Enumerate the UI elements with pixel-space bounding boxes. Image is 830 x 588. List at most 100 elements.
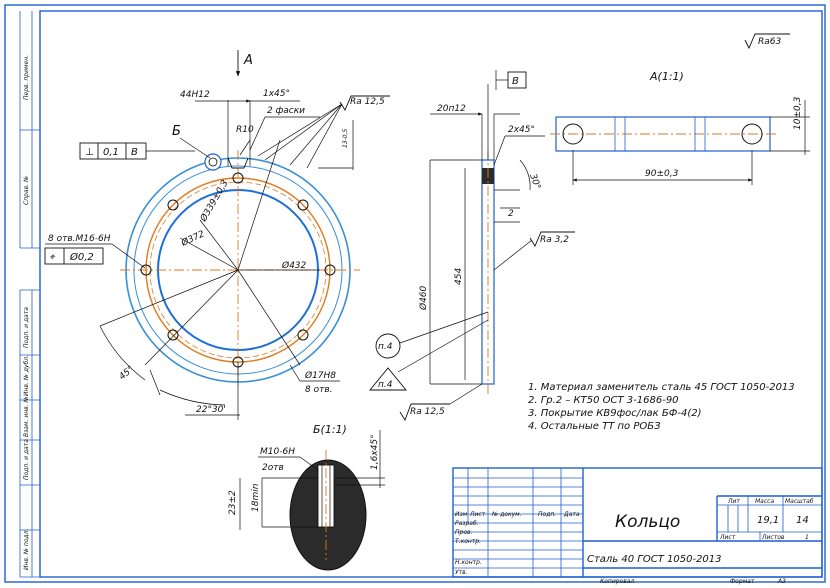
bolt-hole — [167, 329, 179, 341]
bolt-hole — [324, 264, 336, 276]
note-line-3: 3. Покрытие КВ9фос/лак БФ-4(2) — [528, 408, 702, 419]
note-p4-circle-text: п.4 — [378, 342, 393, 352]
note-p4-circle — [375, 333, 401, 359]
tb-copied: Копировал — [600, 578, 634, 585]
dim-angle-30: 30° — [527, 173, 542, 191]
position-frame: 8 отв.М16-6Н ⌖ Ø0,2 — [44, 234, 146, 269]
side-podp-data-1: Подп. и дата — [23, 307, 30, 348]
tb-sheets-value: 1 — [805, 534, 809, 541]
dim-chamfer-count: 2 фаски — [267, 106, 305, 116]
side-sprav: Справ. № — [23, 176, 30, 205]
technical-notes: 1. Материал заменитель сталь 45 ГОСТ 105… — [528, 382, 795, 432]
perp-base: В — [131, 147, 138, 158]
view-b-detail: Б(1:1) М10-6Н 2отв 1,6x45° 18min 23±2 — [228, 423, 385, 571]
tb-col-scale: Масштаб — [785, 498, 814, 505]
bolt-hole — [232, 172, 244, 184]
tb-material: Сталь 40 ГОСТ 1050-2013 — [587, 554, 722, 565]
view-a-arrow: A — [235, 50, 253, 77]
tb-scale: 14 — [796, 515, 809, 526]
tb-mass: 19,1 — [757, 515, 779, 526]
bolt-hole — [297, 199, 309, 211]
dim-dia-432: Ø432 — [281, 260, 307, 271]
dim-44h12: 44H12 — [180, 90, 210, 100]
tb-col-lit: Лит — [727, 498, 740, 505]
dim-454: 454 — [454, 268, 464, 285]
dim-dia-460: Ø460 — [418, 285, 429, 311]
side-vzam-inv: Взам. инв. № — [23, 396, 30, 437]
roughness-side-text: Ra 3,2 — [540, 235, 569, 245]
view-b-title: Б(1:1) — [313, 423, 347, 436]
outer-frame — [4, 4, 826, 583]
dim-chamfer-1x45: 1x45° — [263, 89, 290, 99]
ring-front-view — [99, 95, 390, 420]
perp-symbol: ⊥ — [85, 147, 94, 158]
perp-tolerance: 0,1 — [103, 147, 119, 158]
note-p4-triangle-text: п.4 — [378, 380, 393, 390]
note-line-2: 2. Гр.2 – КТ50 ОСТ 3-1686-90 — [528, 395, 679, 406]
dim-hole-spec: Ø17Н8 — [304, 370, 336, 381]
tb-podp: Подп. — [538, 511, 556, 518]
note-p4-triangle — [369, 367, 407, 391]
dim-thread-count: 2отв — [262, 463, 284, 473]
dim-10: 10±0,3 — [793, 96, 803, 130]
note-line-4: 4. Остальные ТТ по РОБЗ — [528, 421, 661, 432]
view-b-arrow-label: В — [512, 76, 519, 87]
dim-radius-r10: R10 — [236, 125, 254, 135]
tb-nkontr: Н.контр. — [455, 559, 482, 566]
dim-chamfer-2x45: 2x45° — [508, 125, 535, 135]
dim-angle-45: 45° — [118, 364, 137, 382]
view-a-hole-right — [741, 123, 763, 145]
dim-holes-thread: 8 отв.М16-6Н — [48, 234, 111, 244]
view-a-label: A — [243, 53, 253, 68]
side-strip: Перв. примен. Справ. № Подп. и дата Инв.… — [19, 11, 40, 578]
bolt-hole — [167, 199, 179, 211]
side-podp-data-2: Подп. и дата — [23, 439, 30, 480]
tb-prov: Пров. — [455, 529, 473, 536]
side-section-view: В 20п12 2x45° 30° 2 Ra 3,2 Ø460 454 п.4 … — [369, 70, 575, 422]
bolt-hole — [297, 329, 309, 341]
roughness-general-text: Ra63 — [758, 37, 781, 47]
dim-20p12: 20п12 — [437, 104, 466, 114]
roughness-bottom-text: Ra 12,5 — [410, 407, 445, 417]
tb-razrab: Разраб. — [455, 520, 479, 527]
dim-chamfer-1-6x45: 1,6x45° — [370, 434, 380, 470]
tb-utv: Утв. — [455, 569, 468, 576]
side-inv-podl: Инв. № подл. — [23, 529, 30, 570]
tb-izm: Изм — [455, 511, 468, 518]
bolt-hole — [140, 264, 152, 276]
perpendicularity-frame: ⊥ 0,1 В — [79, 142, 195, 160]
tb-tkontr: Т.контр. — [455, 538, 481, 545]
tb-doc: № докум. — [491, 511, 522, 518]
boss-circle-inner — [208, 157, 218, 167]
side-perv-primen: Перв. примен. — [23, 55, 30, 100]
tb-list: Лист — [469, 511, 486, 518]
tb-data: Дата — [563, 511, 580, 518]
title-block: Изм Лист № докум. Подп. Дата Разраб. Про… — [452, 467, 823, 585]
dim-depth-23: 23±2 — [228, 490, 238, 515]
pos-tolerance: Ø0,2 — [69, 251, 94, 263]
dim-90: 90±0,3 — [645, 169, 679, 179]
view-a-detail: A(1:1) 90±0,3 10±0,3 — [550, 70, 810, 185]
tb-part-name: Кольцо — [615, 512, 680, 532]
view-b-marker: Б — [172, 124, 181, 139]
dim-2: 2 — [508, 209, 514, 219]
dim-angle-22-30: 22°30' — [196, 405, 226, 415]
tb-format: Формат — [730, 578, 755, 585]
boss-circle — [204, 153, 222, 171]
tb-sheets-label: Листов — [761, 534, 785, 541]
pos-symbol: ⌖ — [49, 252, 56, 263]
tb-sheet-label: Лист — [719, 534, 736, 541]
dim-thread-m10: М10-6Н — [260, 447, 295, 457]
dim-depth-18: 18min — [251, 483, 261, 512]
view-a-hole-left — [562, 123, 584, 145]
inner-frame — [39, 10, 823, 578]
tb-col-mass: Масса — [755, 498, 774, 505]
note-line-1: 1. Материал заменитель сталь 45 ГОСТ 105… — [528, 382, 795, 393]
view-a-title: A(1:1) — [649, 70, 684, 83]
side-inv-dubl: Инв. № дубл. — [23, 355, 30, 396]
dim-dia-372: Ø372 — [179, 228, 207, 249]
tb-format-value: А3 — [777, 578, 786, 585]
roughness-top-text: Ra 12,5 — [350, 97, 385, 107]
general-roughness: Ra63 — [744, 33, 790, 50]
